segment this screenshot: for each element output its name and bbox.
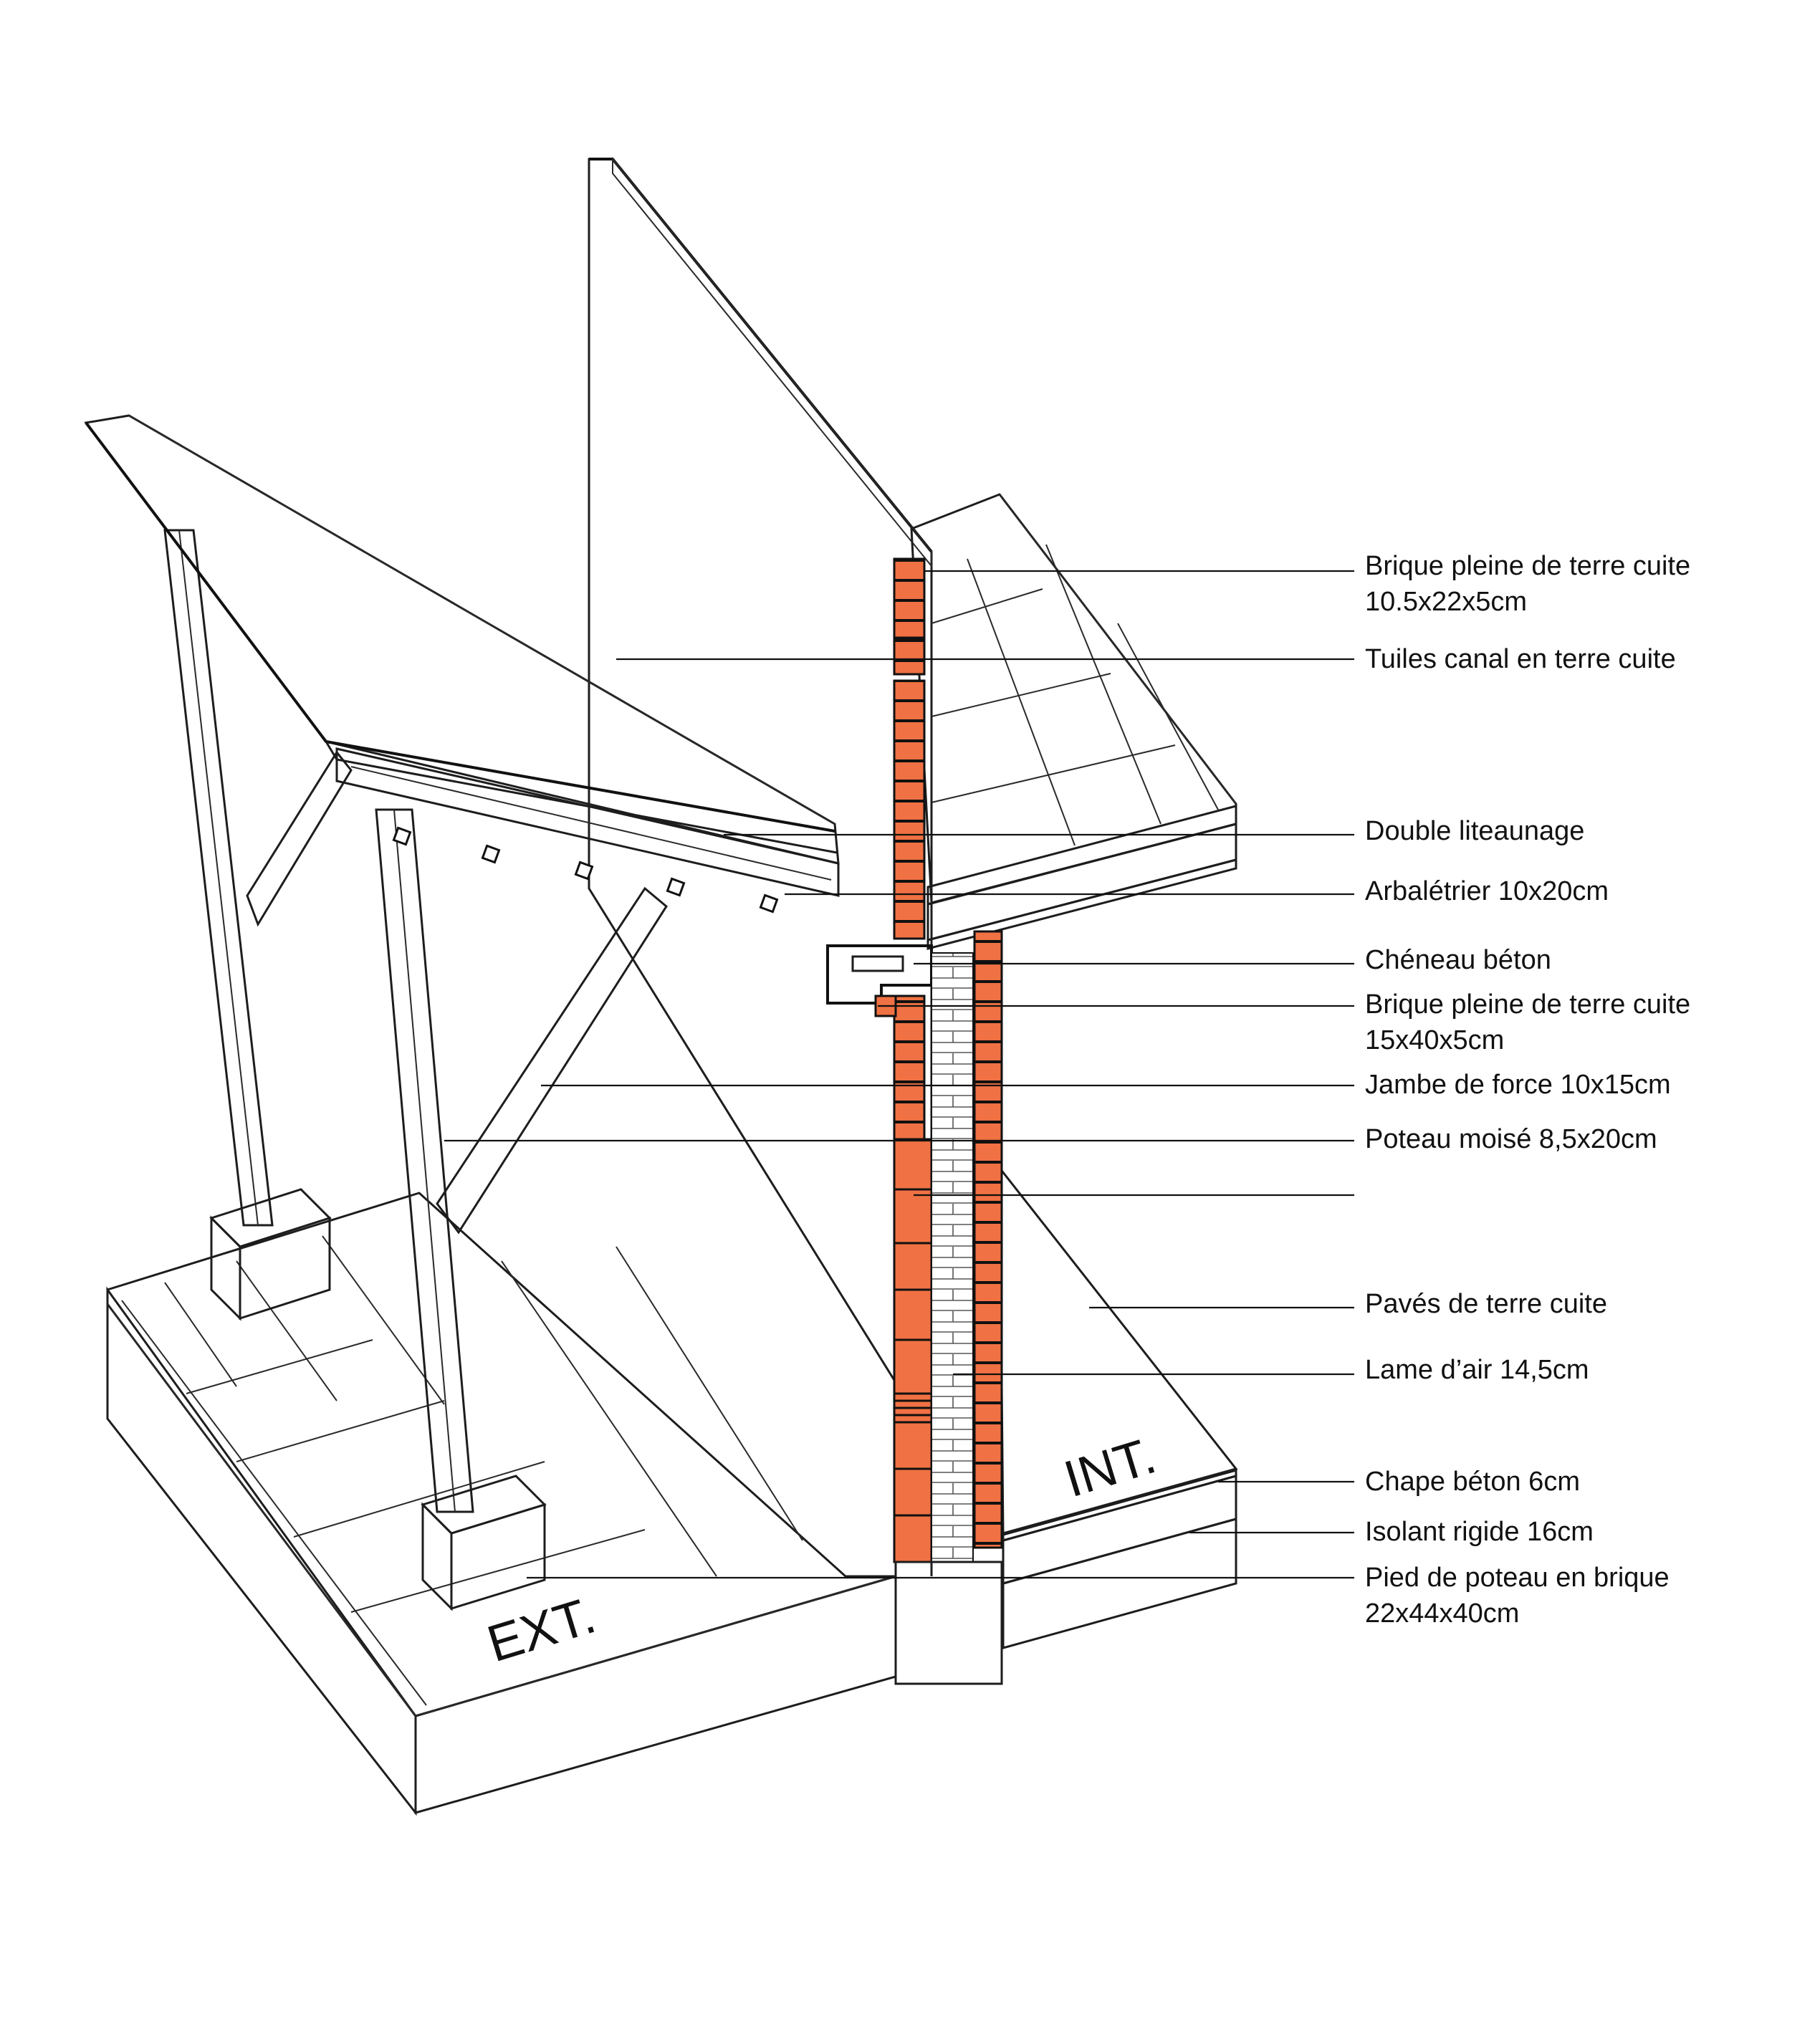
- label-tuiles-canal: Tuiles canal en terre cuite: [1365, 644, 1676, 674]
- leader-lines: [444, 570, 1354, 1579]
- brick-leaf-course: [893, 638, 926, 676]
- brick-leaf-upper: [893, 557, 926, 639]
- concrete-gutter: [826, 944, 933, 1005]
- brick-leaf-mid: [893, 679, 926, 940]
- air-gap: [931, 952, 974, 1563]
- ground-platform: [106, 1192, 1237, 1816]
- upper-interior-slab: [910, 493, 1237, 950]
- post-base-right: [421, 1475, 547, 1611]
- timber-frame: [163, 529, 840, 1611]
- zone-label-interior: INT.: [1058, 1427, 1162, 1508]
- label-arbaletrier: Arbalétrier 10x20cm: [1365, 876, 1609, 906]
- label-lame-air: Lame d’air 14,5cm: [1365, 1355, 1589, 1385]
- label-chape-beton: Chape béton 6cm: [1365, 1467, 1580, 1497]
- brick-leaf-inner: [973, 930, 1003, 1549]
- wall-section: [826, 557, 1003, 1685]
- back-brick-wall: [588, 157, 933, 1444]
- label-paves: Pavés de terre cuite: [1365, 1289, 1607, 1319]
- foundation: [894, 1561, 1003, 1685]
- brick-pier: [893, 1138, 933, 1563]
- label-cheneau-beton: Chéneau béton: [1365, 945, 1551, 975]
- purlin-fixings: [392, 826, 779, 914]
- post-base-left: [209, 1188, 332, 1321]
- label-isolant: Isolant rigide 16cm: [1365, 1517, 1594, 1547]
- zone-label-exterior: EXT.: [481, 1586, 602, 1673]
- roof-tiles: [84, 414, 840, 865]
- label-jambe-de-force: Jambe de force 10x15cm: [1365, 1070, 1671, 1100]
- label-double-liteaunage: Double liteaunage: [1365, 816, 1584, 846]
- label-poteau-moise: Poteau moisé 8,5x20cm: [1365, 1124, 1657, 1154]
- brick-leaf-lower: [893, 994, 926, 1141]
